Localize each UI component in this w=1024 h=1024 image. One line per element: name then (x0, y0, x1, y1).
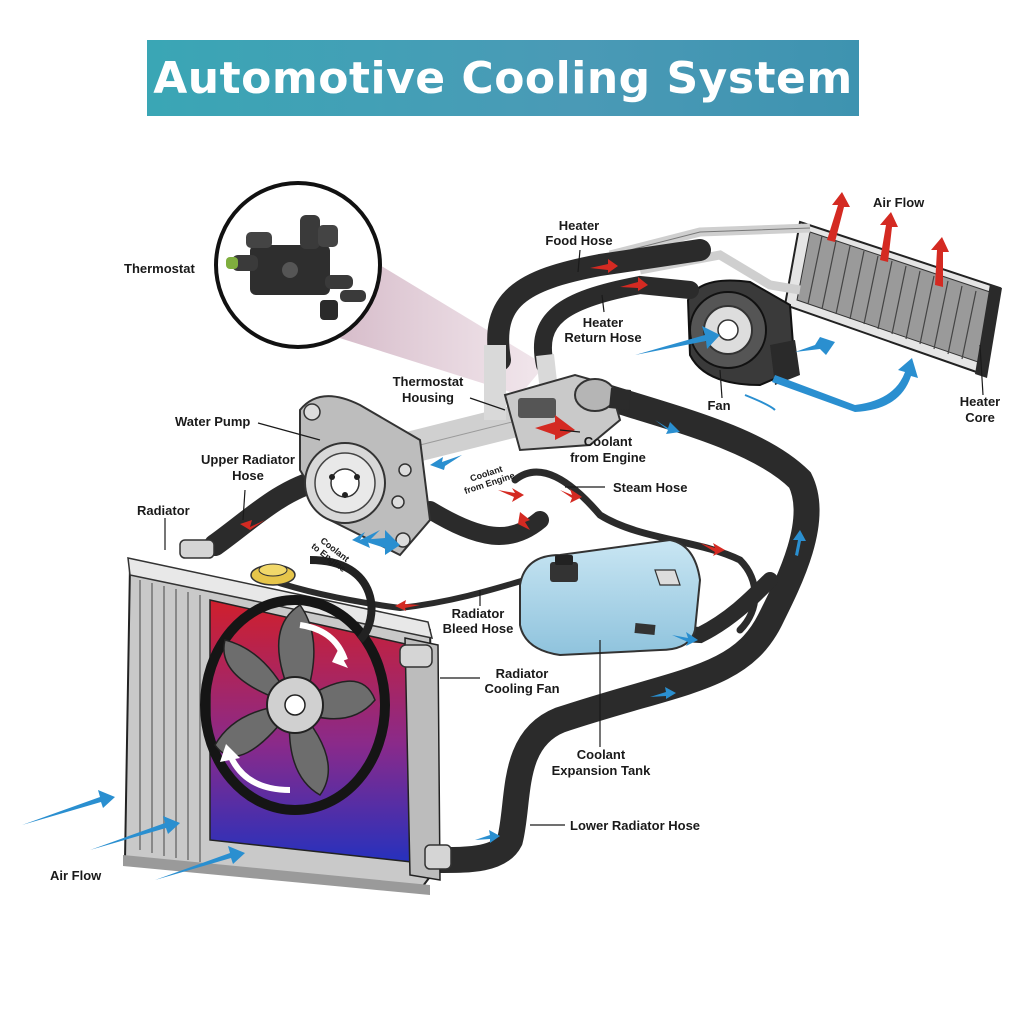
cold-arrow-thermostat-outlet (655, 420, 680, 434)
water-pump (299, 395, 432, 557)
label-heater-food-hose-line1: Heater (559, 218, 599, 233)
label-coolant-from-engine-line1: Coolant (584, 434, 633, 449)
label-upper-radiator-hose-line2: Hose (232, 468, 264, 483)
label-steam-hose: Steam Hose (613, 480, 687, 495)
label-radiator: Radiator (137, 503, 190, 518)
label-coolant-expansion-tank-line2: Expansion Tank (552, 763, 651, 778)
heater-core (783, 220, 1002, 378)
label-heater-core-line1: Heater (960, 394, 1000, 409)
coolant-expansion-tank (519, 538, 702, 657)
label-thermostat-housing-line1: Thermostat (393, 374, 464, 389)
label-thermostat: Thermostat (124, 261, 195, 276)
blower-fan (686, 279, 800, 387)
heater-food-hose (487, 239, 711, 371)
cold-flow-arrows (22, 326, 918, 880)
label-radiator-bleed-hose-line1: Radiator (452, 606, 505, 621)
label-radiator-bleed-hose-line2: Bleed Hose (443, 621, 514, 636)
cold-arrow-pump-pipe (430, 455, 462, 470)
cold-arrow-fan-output-2 (795, 337, 835, 355)
label-air-flow-top: Air Flow (873, 195, 925, 210)
hot-arrow-air-1 (827, 192, 850, 242)
label-coolant-from-engine-line2: from Engine (570, 450, 646, 465)
hot-arrow-steam-hose-2 (560, 489, 582, 503)
cold-arrow-air-in-2 (90, 816, 180, 850)
page-title: Automotive Cooling System (153, 52, 853, 104)
label-fan: Fan (707, 398, 730, 413)
radiator-cooling-fan (200, 595, 390, 815)
hot-arrow-small-coolant (498, 488, 524, 502)
hot-arrow-steam-hose (518, 512, 530, 530)
cold-arrow-coolant-to-engine-2 (360, 530, 400, 555)
pump-lower-hose (421, 501, 549, 545)
hot-arrow-steam-hose-3 (700, 543, 725, 556)
title-banner: Automotive Cooling System (147, 40, 859, 116)
cold-arrow-air-in-1 (22, 790, 115, 825)
cold-arrow-tank-outlet (672, 632, 698, 646)
cold-arrow-lower-hose-3 (475, 830, 500, 843)
hot-arrow-heater-hose (590, 259, 618, 273)
cold-arrow-lower-hose-1 (793, 530, 806, 556)
label-heater-return-hose-line2: Return Hose (564, 330, 641, 345)
cold-arrow-fan-output (772, 358, 918, 412)
radiator-cap-icon (250, 563, 296, 586)
hoses (204, 239, 820, 873)
label-lower-radiator-hose: Lower Radiator Hose (570, 818, 700, 833)
thermostat-housing (503, 373, 631, 452)
label-radiator-cooling-fan-line1: Radiator (496, 666, 549, 681)
label-heater-core-line2: Core (965, 410, 995, 425)
hot-arrow-return-hose (620, 277, 648, 291)
thermostat-inset (214, 181, 382, 349)
pump-belt (309, 556, 376, 643)
cold-arrow-air-in-3 (155, 846, 245, 880)
cold-arrow-fan-intake (635, 326, 720, 355)
lower-radiator-hose (427, 382, 820, 873)
label-radiator-cooling-fan-line2: Cooling Fan (484, 681, 559, 696)
leader-lines (164, 249, 984, 826)
hot-arrow-air-3 (931, 237, 949, 287)
label-upper-radiator-hose-line1: Upper Radiator (201, 452, 295, 467)
label-coolant-expansion-tank-line1: Coolant (577, 747, 626, 762)
cold-arrow-lower-hose-2 (650, 687, 676, 699)
hot-arrow-coolant-from-engine (535, 415, 575, 440)
hot-arrow-air-2 (880, 212, 898, 262)
label-heater-return-hose-line1: Heater (583, 315, 623, 330)
hot-arrow-bleed-hose (395, 600, 420, 611)
label-thermostat-housing-line2: Housing (402, 390, 454, 405)
label-air-flow-bottom: Air Flow (50, 868, 102, 883)
labels: Thermostat Heater Food Hose Air Flow Hea… (50, 195, 1000, 883)
label-heater-food-hose-line2: Food Hose (545, 233, 612, 248)
label-water-pump: Water Pump (175, 414, 250, 429)
hot-arrow-upper-radiator-hose (240, 520, 265, 530)
hot-flow-arrows (240, 192, 949, 611)
upper-radiator-hose (204, 469, 331, 556)
expansion-tank-outlet (642, 572, 778, 644)
thermostat-part-icon (226, 215, 366, 320)
cold-arrow-coolant-to-engine (352, 530, 380, 548)
